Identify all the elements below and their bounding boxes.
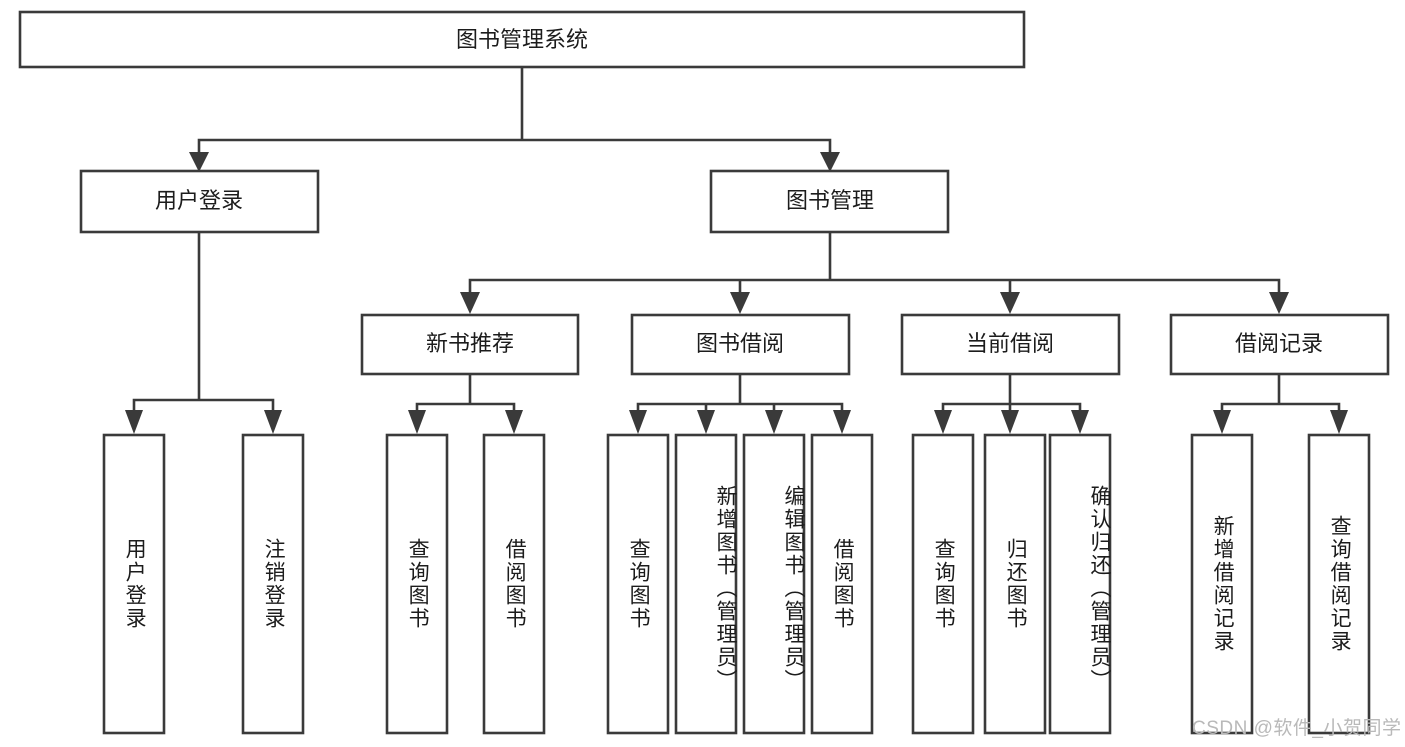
- node-user-login-box[interactable]: [79, 169, 320, 234]
- arrowhead-leaf-user-login: [125, 410, 143, 434]
- arrowhead-leaf-edit-book: [765, 410, 783, 434]
- node-root-box[interactable]: [18, 10, 1026, 69]
- node-new-book-recommend-label: 新书推荐: [426, 331, 514, 356]
- node-new-book-recommend-box[interactable]: [360, 313, 580, 376]
- arrowhead-leaf-query-record: [1330, 410, 1348, 434]
- arrowhead-leaf-query-book-1: [408, 410, 426, 434]
- node-book-management[interactable]: 图书管理: [709, 169, 950, 234]
- node-current-borrow-label: 当前借阅: [966, 331, 1054, 356]
- arrowhead-user-login: [189, 152, 209, 172]
- node-book-management-box[interactable]: [709, 169, 950, 234]
- node-new-book-recommend[interactable]: 新书推荐: [360, 313, 580, 376]
- edge-bookmgmt-trunk: [468, 230, 1281, 298]
- node-leaf-add-book-box[interactable]: [674, 433, 738, 735]
- node-current-borrow[interactable]: 当前借阅: [900, 313, 1121, 376]
- edge-root-trunk: [197, 65, 832, 158]
- arrowhead-leaf-confirm-return: [1071, 410, 1089, 434]
- arrowhead-book-borrow: [730, 292, 750, 314]
- arrowhead-leaf-borrow-book-2: [833, 410, 851, 434]
- arrowhead-leaf-add-record: [1213, 410, 1231, 434]
- arrowhead-leaf-logout: [264, 410, 282, 434]
- node-leaf-edit-book-box[interactable]: [742, 433, 806, 735]
- node-borrow-record[interactable]: 借阅记录: [1169, 313, 1390, 376]
- edge-newbook-trunk: [415, 372, 516, 416]
- connector-layer: [125, 65, 1348, 434]
- arrowhead-leaf-query-book-2: [629, 410, 647, 434]
- node-current-borrow-box[interactable]: [900, 313, 1121, 376]
- node-root[interactable]: 图书管理系统: [18, 10, 1026, 69]
- arrowhead-leaf-add-book: [697, 410, 715, 434]
- node-leaf-query-book-1-box[interactable]: [385, 433, 449, 735]
- node-leaf-confirm-return-box[interactable]: [1048, 433, 1112, 735]
- csdn-watermark: CSDN @软件_小贺同学: [1192, 718, 1402, 739]
- node-user-login[interactable]: 用户登录: [79, 169, 320, 234]
- arrowhead-book-management: [820, 152, 840, 172]
- node-leaf-user-login-box[interactable]: [102, 433, 166, 735]
- arrowhead-leaf-borrow-book-1: [505, 410, 523, 434]
- node-leaf-return-book-box[interactable]: [983, 433, 1047, 735]
- node-user-login-label: 用户登录: [155, 188, 243, 213]
- node-leaf-add-record-box[interactable]: [1190, 433, 1254, 735]
- edge-borrowrecord-trunk: [1220, 372, 1341, 416]
- edge-bookborrow-trunk: [636, 372, 844, 416]
- arrowhead-current-borrow: [1000, 292, 1020, 314]
- node-leaf-query-book-2-box[interactable]: [606, 433, 670, 735]
- node-borrow-record-label: 借阅记录: [1235, 331, 1323, 356]
- node-book-borrow-box[interactable]: [630, 313, 851, 376]
- edge-currentborrow-trunk: [941, 372, 1082, 416]
- node-book-borrow[interactable]: 图书借阅: [630, 313, 851, 376]
- node-book-borrow-label: 图书借阅: [696, 331, 784, 356]
- node-leaf-query-record-box[interactable]: [1307, 433, 1371, 735]
- node-borrow-record-box[interactable]: [1169, 313, 1390, 376]
- node-leaf-borrow-book-2-box[interactable]: [810, 433, 874, 735]
- node-leaf-borrow-book-1-box[interactable]: [482, 433, 546, 735]
- node-leaf-query-book-3-box[interactable]: [911, 433, 975, 735]
- leaf-box-layer: [102, 433, 1371, 735]
- arrowhead-new-book-recommend: [460, 292, 480, 314]
- node-leaf-logout-box[interactable]: [241, 433, 305, 735]
- arrowhead-leaf-query-book-3: [934, 410, 952, 434]
- node-root-label: 图书管理系统: [456, 27, 588, 52]
- arrowhead-leaf-return-book: [1001, 410, 1019, 434]
- node-book-management-label: 图书管理: [786, 188, 874, 213]
- edge-userlogin-trunk: [132, 230, 275, 416]
- arrowhead-borrow-record: [1269, 292, 1289, 314]
